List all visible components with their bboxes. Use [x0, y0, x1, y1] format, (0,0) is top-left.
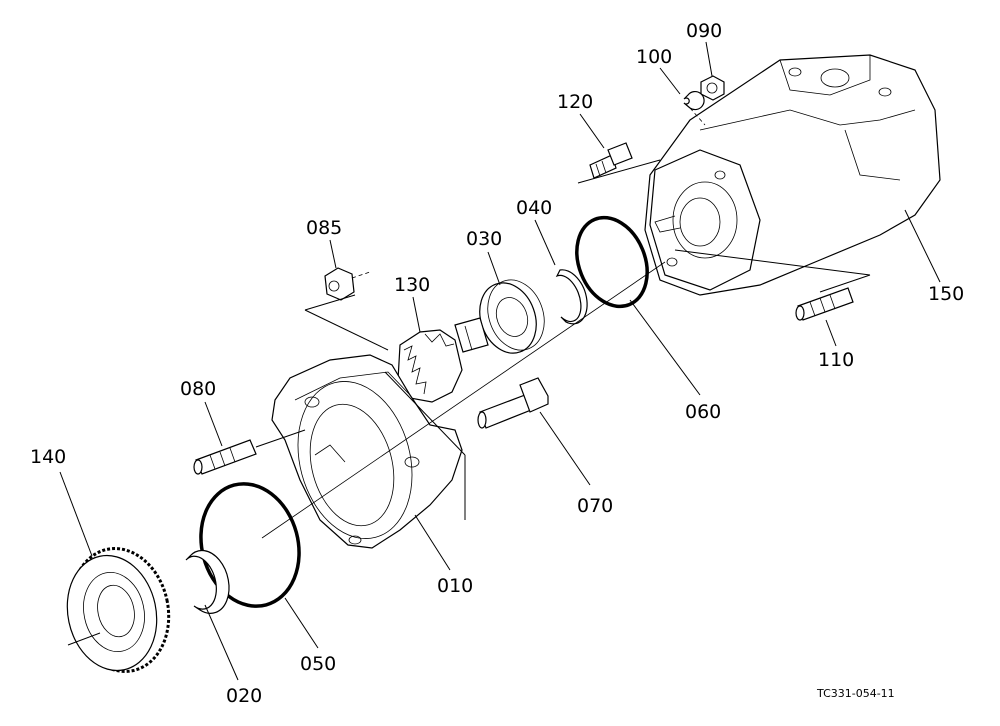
- part-label-110: 110: [818, 349, 854, 371]
- part-label-085: 085: [306, 217, 342, 239]
- leader-150: [904, 209, 941, 283]
- gear-shaft-130: [397, 317, 489, 403]
- nut-085: [324, 267, 355, 301]
- nut-090: [700, 75, 725, 101]
- leader-070: [539, 411, 591, 486]
- lock-washer-100: [683, 90, 705, 111]
- leader-050: [284, 597, 319, 649]
- part-label-150: 150: [928, 283, 964, 305]
- leader-040: [534, 219, 556, 266]
- part-label-010: 010: [437, 575, 473, 597]
- leader-100: [659, 67, 681, 95]
- stud-080: [193, 439, 257, 475]
- bolt-070: [477, 377, 549, 429]
- o-ring-060: [575, 215, 649, 309]
- cover-housing-010: [271, 354, 466, 549]
- leader-140: [59, 471, 93, 557]
- leader-120: [579, 113, 605, 149]
- leader-080: [204, 401, 223, 447]
- drawing-reference: TC331-054-11: [816, 687, 895, 700]
- leader-020: [204, 604, 239, 681]
- part-label-030: 030: [466, 228, 502, 250]
- part-label-070: 070: [577, 495, 613, 517]
- part-label-040: 040: [516, 197, 552, 219]
- part-label-140: 140: [30, 446, 66, 468]
- part-label-060: 060: [685, 401, 721, 423]
- part-label-080: 080: [180, 378, 216, 400]
- snap-ring-040: [555, 269, 588, 325]
- leader-110: [825, 319, 837, 347]
- part-label-120: 120: [557, 91, 593, 113]
- leader-130: [412, 296, 421, 333]
- part-label-130: 130: [394, 274, 430, 296]
- part-label-050: 050: [300, 653, 336, 675]
- gear-140: [66, 547, 171, 673]
- part-label-100: 100: [636, 46, 672, 68]
- bearing-030: [479, 279, 545, 354]
- part-label-020: 020: [226, 685, 262, 707]
- leader-060: [629, 299, 701, 396]
- o-ring-050: [199, 482, 301, 608]
- leader-030: [487, 251, 501, 286]
- stud-110: [795, 287, 854, 321]
- part-label-090: 090: [686, 20, 722, 42]
- snap-ring-020: [185, 549, 230, 614]
- pump-body-150: [577, 54, 941, 296]
- leader-010: [414, 514, 451, 571]
- bolt-120: [589, 142, 633, 179]
- leader-090: [705, 41, 713, 77]
- leader-085: [329, 239, 337, 269]
